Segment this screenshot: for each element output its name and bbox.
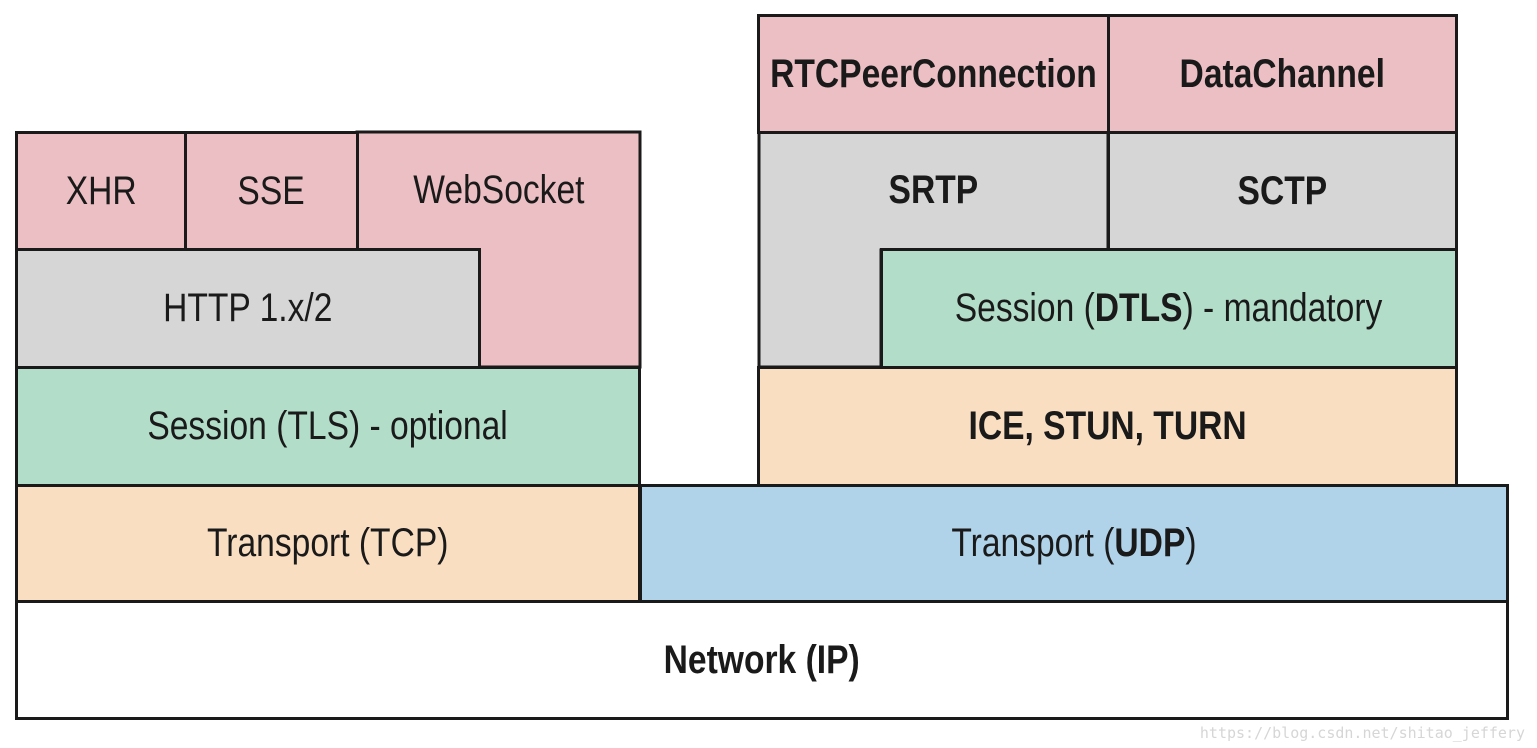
srtp-label: SRTP bbox=[888, 168, 979, 212]
watermark-text: https://blog.csdn.net/shitao_jeffery bbox=[1199, 724, 1525, 742]
sctp-block: SCTP bbox=[1107, 131, 1458, 251]
websocket-label: WebSocket bbox=[413, 168, 585, 212]
datachannel-label: DataChannel bbox=[1179, 51, 1386, 96]
sse-label: SSE bbox=[237, 168, 306, 213]
srtp-block: SRTP bbox=[759, 131, 1108, 250]
dtls-session-label: Session (DTLS) - mandatory bbox=[955, 286, 1383, 331]
ice-stun-turn-label: ICE, STUN, TURN bbox=[968, 404, 1247, 448]
dtls-prefix: Session ( bbox=[955, 286, 1096, 330]
network-ip-block: Network (IP) bbox=[15, 600, 1509, 720]
tcp-transport-label: Transport (TCP) bbox=[207, 521, 449, 565]
dtls-suffix: ) - mandatory bbox=[1182, 286, 1383, 330]
udp-suffix: ) bbox=[1185, 521, 1197, 565]
udp-bold: UDP bbox=[1114, 521, 1186, 565]
sse-block: SSE bbox=[184, 131, 359, 251]
xhr-block: XHR bbox=[15, 131, 187, 251]
network-ip-label: Network (IP) bbox=[663, 637, 861, 682]
udp-transport-label: Transport (UDP) bbox=[951, 521, 1196, 566]
udp-prefix: Transport ( bbox=[951, 521, 1115, 565]
ice-stun-turn-block: ICE, STUN, TURN bbox=[757, 366, 1458, 487]
rtcpeerconnection-label: RTCPeerConnection bbox=[770, 51, 1097, 96]
xhr-label: XHR bbox=[65, 168, 137, 213]
tls-session-block: Session (TLS) - optional bbox=[15, 366, 641, 487]
rtcpeerconnection-block: RTCPeerConnection bbox=[757, 14, 1110, 134]
tls-session-label: Session (TLS) - optional bbox=[147, 404, 509, 448]
sctp-label: SCTP bbox=[1237, 168, 1328, 213]
dtls-bold: DTLS bbox=[1095, 286, 1183, 330]
datachannel-block: DataChannel bbox=[1107, 14, 1458, 134]
http-block: HTTP 1.x/2 bbox=[15, 248, 481, 369]
http-label: HTTP 1.x/2 bbox=[163, 286, 333, 330]
udp-transport-block: Transport (UDP) bbox=[639, 484, 1509, 603]
dtls-session-block: Session (DTLS) - mandatory bbox=[880, 248, 1458, 369]
tcp-transport-block: Transport (TCP) bbox=[15, 484, 641, 603]
websocket-block: WebSocket bbox=[357, 131, 641, 250]
